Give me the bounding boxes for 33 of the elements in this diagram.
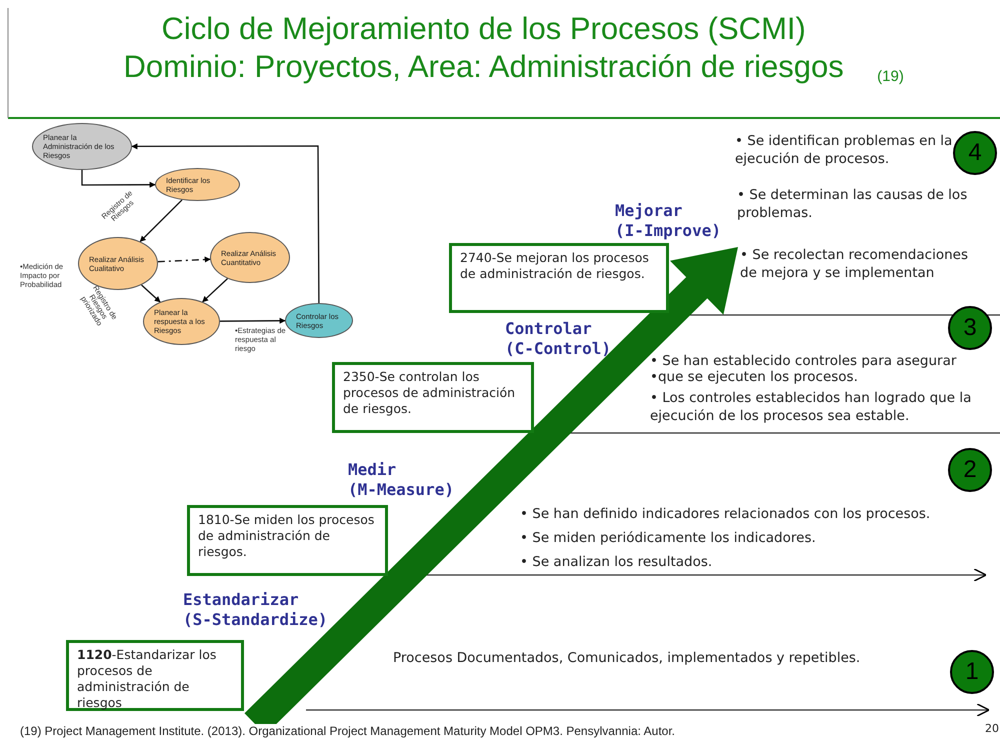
caption: (19) Project Management Institute. (2013). Organizational Project Management Maturity Model OPM3. Pensylvannia: Autor.	[20, 724, 675, 738]
note-text: • Se analizan los resultados.	[520, 553, 712, 571]
note-text: • Se identifican problemas en la ejecución de procesos.	[735, 132, 954, 168]
level-circle: 3	[948, 306, 992, 350]
note-text: •que se ejecuten los procesos.	[650, 368, 858, 386]
arrow	[81, 170, 156, 188]
level-circle: 2	[948, 448, 992, 492]
title: Ciclo de Mejoramiento de los Procesos (SCMI) Dominio: Proyectos, Area: Administración de riesgos	[122, 10, 845, 86]
process-box: 1810-Se miden los procesos de administración de riesgos.	[187, 505, 388, 576]
arrow	[141, 284, 161, 302]
arrow	[140, 199, 182, 242]
note-text: • Se miden periódicamente los indicadores.	[520, 529, 816, 547]
arrow	[158, 256, 211, 263]
reference-mark: (19)	[877, 68, 904, 85]
level-circle: 4	[953, 131, 997, 175]
note-text: • Se han establecido controles para asegurar	[650, 352, 956, 370]
stage-label: Estandarizar (S-Standardize)	[183, 590, 328, 630]
level-circle: 1	[950, 650, 994, 694]
note-text: • Se determinan las causas de los problemas.	[737, 186, 968, 222]
note-text: • Se recolectan recomendaciones de mejora y se implementan	[740, 246, 969, 282]
process-box: 2740-Se mejoran los procesos de administración de riesgos.	[449, 243, 669, 313]
process-box: 2350-Se controlan los procesos de administración de riesgos.	[332, 362, 534, 433]
arrow	[220, 318, 286, 324]
stage-label: Controlar (C-Control)	[505, 319, 612, 359]
stage-label: Mejorar (I-Improve)	[615, 201, 722, 241]
arrow	[202, 278, 228, 302]
note-text: 20	[985, 721, 999, 737]
stage-label: Medir (M-Measure)	[348, 460, 455, 500]
note-text: • Se han definido indicadores relacionados con los procesos.	[520, 505, 930, 523]
arrow	[131, 143, 320, 303]
note-text: • Los controles establecidos han logrado que la ejecución de los procesos sea estable.	[650, 389, 972, 425]
process-box: 1120-Estandarizar los procesos de administración de riesgos	[66, 640, 244, 711]
note-text: Procesos Documentados, Comunicados, implementados y repetibles.	[393, 649, 860, 667]
